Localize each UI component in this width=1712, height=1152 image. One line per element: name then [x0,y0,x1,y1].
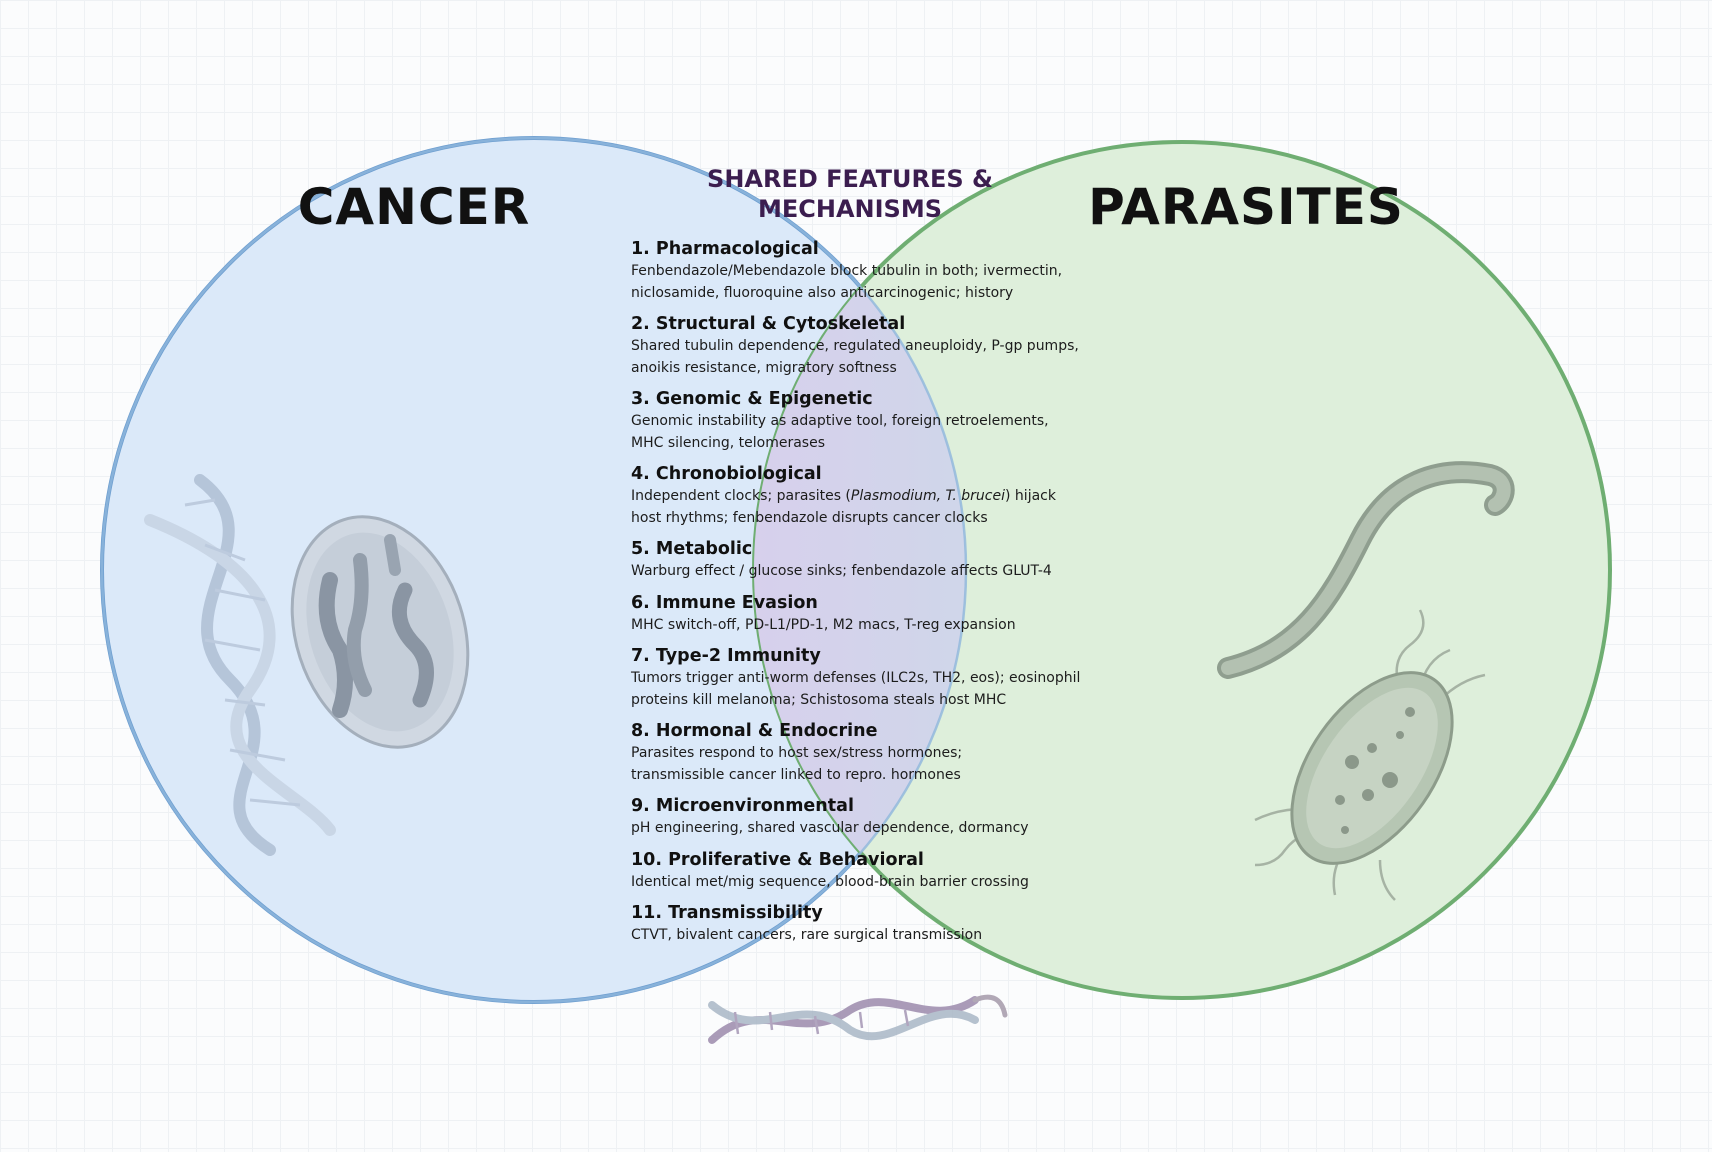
feature-title: 2. Structural & Cytoskeletal [631,314,906,334]
feature-description: Genomic instability as adaptive tool, fo… [631,413,1049,451]
feature-title: 10. Proliferative & Behavioral [631,849,924,870]
feature-item: 6. Immune Evasion MHC switch-off, PD-L1/… [631,592,1101,637]
feature-item: 1. Pharmacological Fenbendazole/Mebendaz… [631,238,1101,304]
feature-title: 11. Transmissibility [631,903,823,923]
feature-item: 11. Transmissibility CTVT, bivalent canc… [631,902,1101,947]
feature-description: Parasites respond to host sex/stress hor… [631,745,963,783]
feature-title: 3. Genomic & Epigenetic [631,389,873,409]
feature-title: 1. Pharmacological [631,239,819,259]
cancer-title: CANCER [297,178,531,236]
feature-item: 10. Proliferative & Behavioral Identical… [631,849,1101,894]
feature-description: Identical met/mig sequence, blood-brain … [631,873,1029,890]
feature-description: Independent clocks; parasites (Plasmodiu… [631,486,1101,529]
cancer-circle-outline [100,136,968,1004]
dna-helix-icon [144,474,336,856]
shared-features-heading: SHARED FEATURES & MECHANISMS [707,164,993,224]
feature-desc-italic: Plasmodium, T. brucei [850,488,1006,504]
parasites-title: PARASITES [1088,178,1404,236]
feature-item: 8. Hormonal & Endocrine Parasites respon… [631,720,1101,786]
bacterium-icon [1254,609,1486,901]
worm-icon [1217,461,1515,679]
feature-description: Warburg effect / glucose sinks; fenbenda… [631,563,1052,579]
feature-description: CTVT, bivalent cancers, rare surgical tr… [631,927,983,943]
feature-title: 8. Hormonal & Endocrine [631,721,878,741]
feature-title: 5. Metabolic [631,539,753,559]
feature-desc-part: Independent clocks; parasites ( [631,488,851,504]
feature-desc-part: ) hijack host rhythms; fenbendazole disr… [631,488,1056,526]
shared-features-list: 1. Pharmacological Fenbendazole/Mebendaz… [631,238,1101,956]
shared-heading-line2: MECHANISMS [757,195,943,223]
feature-title: 7. Type-2 Immunity [631,646,821,666]
feature-item: 4. Chronobiological Independent clocks; … [631,463,1101,529]
feature-title: 9. Microenvironmental [631,796,854,816]
feature-description: Fenbendazole/Mebendazole block tubulin i… [631,263,1063,301]
feature-title: 6. Immune Evasion [631,592,818,613]
feature-description: Shared tubulin dependence, regulated ane… [631,338,1079,376]
feature-description: pH engineering, shared vascular dependen… [631,820,1029,836]
dividing-cell-icon [290,515,470,749]
feature-item: 5. Metabolic Warburg effect / glucose si… [631,538,1101,583]
feature-item: 7. Type-2 Immunity Tumors trigger anti-w… [631,645,1101,711]
shared-heading-line1: SHARED FEATURES & [707,165,993,193]
helix-worm-hybrid-icon [708,994,1008,1044]
feature-title: 4. Chronobiological [631,464,822,484]
feature-item: 3. Genomic & Epigenetic Genomic instabil… [631,388,1101,454]
feature-item: 2. Structural & Cytoskeletal Shared tubu… [631,313,1101,379]
feature-description: Tumors trigger anti-worm defenses (ILC2s… [631,670,1081,708]
feature-description: MHC switch-off, PD-L1/PD-1, M2 macs, T-r… [631,616,1016,633]
feature-item: 9. Microenvironmental pH engineering, sh… [631,795,1101,840]
